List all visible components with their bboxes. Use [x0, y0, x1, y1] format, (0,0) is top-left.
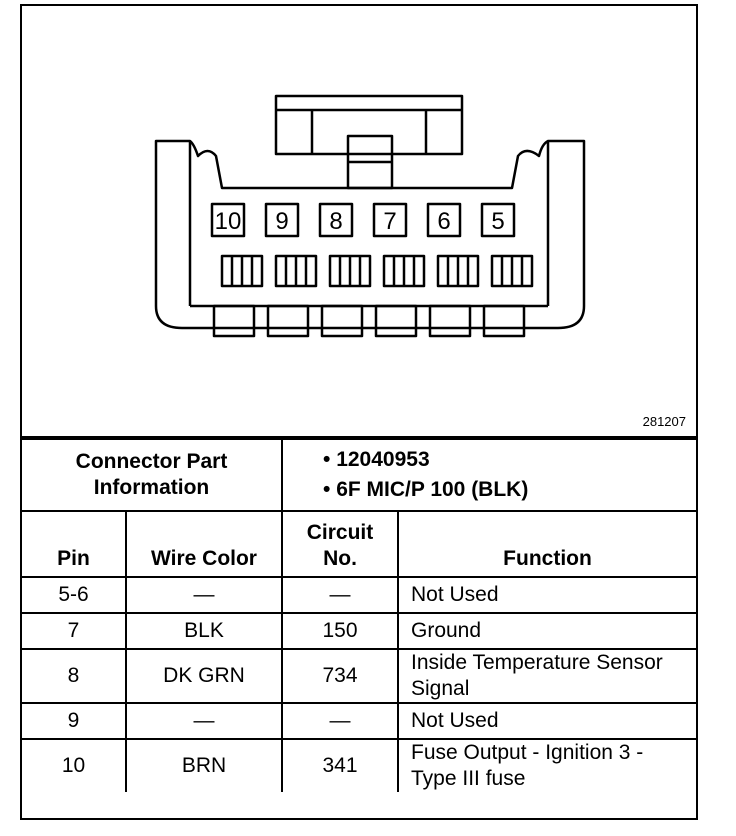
wire-color-cell: BLK	[125, 612, 283, 650]
connector-description: 6F MIC/P 100 (BLK)	[336, 478, 529, 501]
circuit-cell: 734	[281, 648, 399, 704]
connector-info-label: Connector Part Information	[22, 438, 283, 512]
table-row: 8 DK GRN 734 Inside Temperature Sensor S…	[22, 648, 696, 704]
pin-cell: 8	[22, 648, 127, 704]
connector-drawing: 10 9 8 7 6 5 281207	[22, 6, 696, 438]
function-cell: Not Used	[397, 702, 696, 740]
function-cell: Fuse Output - Ignition 3 - Type III fuse	[397, 738, 696, 792]
pinout-table: Connector Part Information • 12040953 • …	[22, 438, 696, 792]
circuit-cell: 150	[281, 612, 399, 650]
pin-label-8: 8	[329, 208, 342, 235]
header-circuit: Circuit No.	[281, 510, 399, 578]
latch-outline	[274, 94, 464, 156]
table-row: 9 — — Not Used	[22, 702, 696, 740]
wire-color-cell: —	[125, 576, 283, 614]
pin-label-10: 10	[215, 208, 242, 235]
pin-cell: 7	[22, 612, 127, 650]
header-pin: Pin	[22, 510, 127, 578]
wire-color-cell: DK GRN	[125, 648, 283, 704]
pin-cell: 9	[22, 702, 127, 740]
circuit-cell: —	[281, 576, 399, 614]
pin-label-7: 7	[383, 208, 396, 235]
table-row: 5-6 — — Not Used	[22, 576, 696, 614]
table-row: 10 BRN 341 Fuse Output - Ignition 3 - Ty…	[22, 738, 696, 792]
pin-cell: 5-6	[22, 576, 127, 614]
connector-info-values: • 12040953 • 6F MIC/P 100 (BLK)	[281, 438, 696, 512]
terminal-slots	[220, 254, 534, 288]
pin-label-6: 6	[437, 208, 450, 235]
connector-sheet: 10 9 8 7 6 5 281207 Connector Part Infor…	[20, 4, 698, 820]
wire-color-cell: —	[125, 702, 283, 740]
header-circuit-line1: Circuit	[306, 521, 374, 544]
header-function: Function	[397, 510, 696, 578]
connector-info-label-line1: Connector Part	[75, 450, 228, 473]
header-circuit-line2: No.	[323, 547, 357, 570]
connector-info-row: Connector Part Information • 12040953 • …	[22, 438, 696, 512]
figure-number: 281207	[642, 414, 686, 429]
pin-label-9: 9	[275, 208, 288, 235]
function-cell: Inside Temperature Sensor Signal	[397, 648, 696, 704]
circuit-cell: —	[281, 702, 399, 740]
circuit-cell: 341	[281, 738, 399, 792]
wire-color-cell: BRN	[125, 738, 283, 792]
terminal-tabs	[212, 304, 526, 338]
part-number: 12040953	[336, 448, 430, 471]
function-cell: Ground	[397, 612, 696, 650]
connector-info-label-line2: Information	[93, 476, 210, 499]
header-wire-color: Wire Color	[125, 510, 283, 578]
function-cell: Not Used	[397, 576, 696, 614]
connector-illustration: 10 9 8 7 6 5	[154, 94, 586, 338]
table-header-row: Pin Wire Color Circuit No. Function	[22, 510, 696, 578]
pin-cell: 10	[22, 738, 127, 792]
table-row: 7 BLK 150 Ground	[22, 612, 696, 650]
pin-label-5: 5	[491, 208, 504, 235]
pin-number-boxes	[210, 202, 516, 238]
